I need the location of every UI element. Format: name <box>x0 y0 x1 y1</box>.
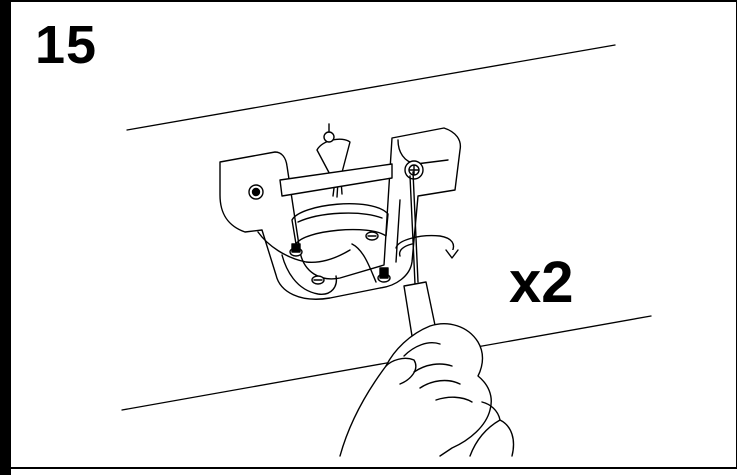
screw-icon <box>366 232 378 240</box>
screw-icons <box>290 232 390 284</box>
hand-icon <box>340 324 514 456</box>
left-margin-bar <box>0 0 11 475</box>
top-border <box>11 0 737 2</box>
quantity-callout: x2 <box>509 250 574 315</box>
ceiling-plane <box>122 45 651 410</box>
screw-icon <box>378 268 390 282</box>
rotate-clockwise-arrow-icon <box>396 236 458 258</box>
bottom-border <box>11 467 737 469</box>
step-number: 15 <box>35 15 98 75</box>
screw-icon <box>312 276 324 284</box>
screw-icon <box>290 244 302 256</box>
